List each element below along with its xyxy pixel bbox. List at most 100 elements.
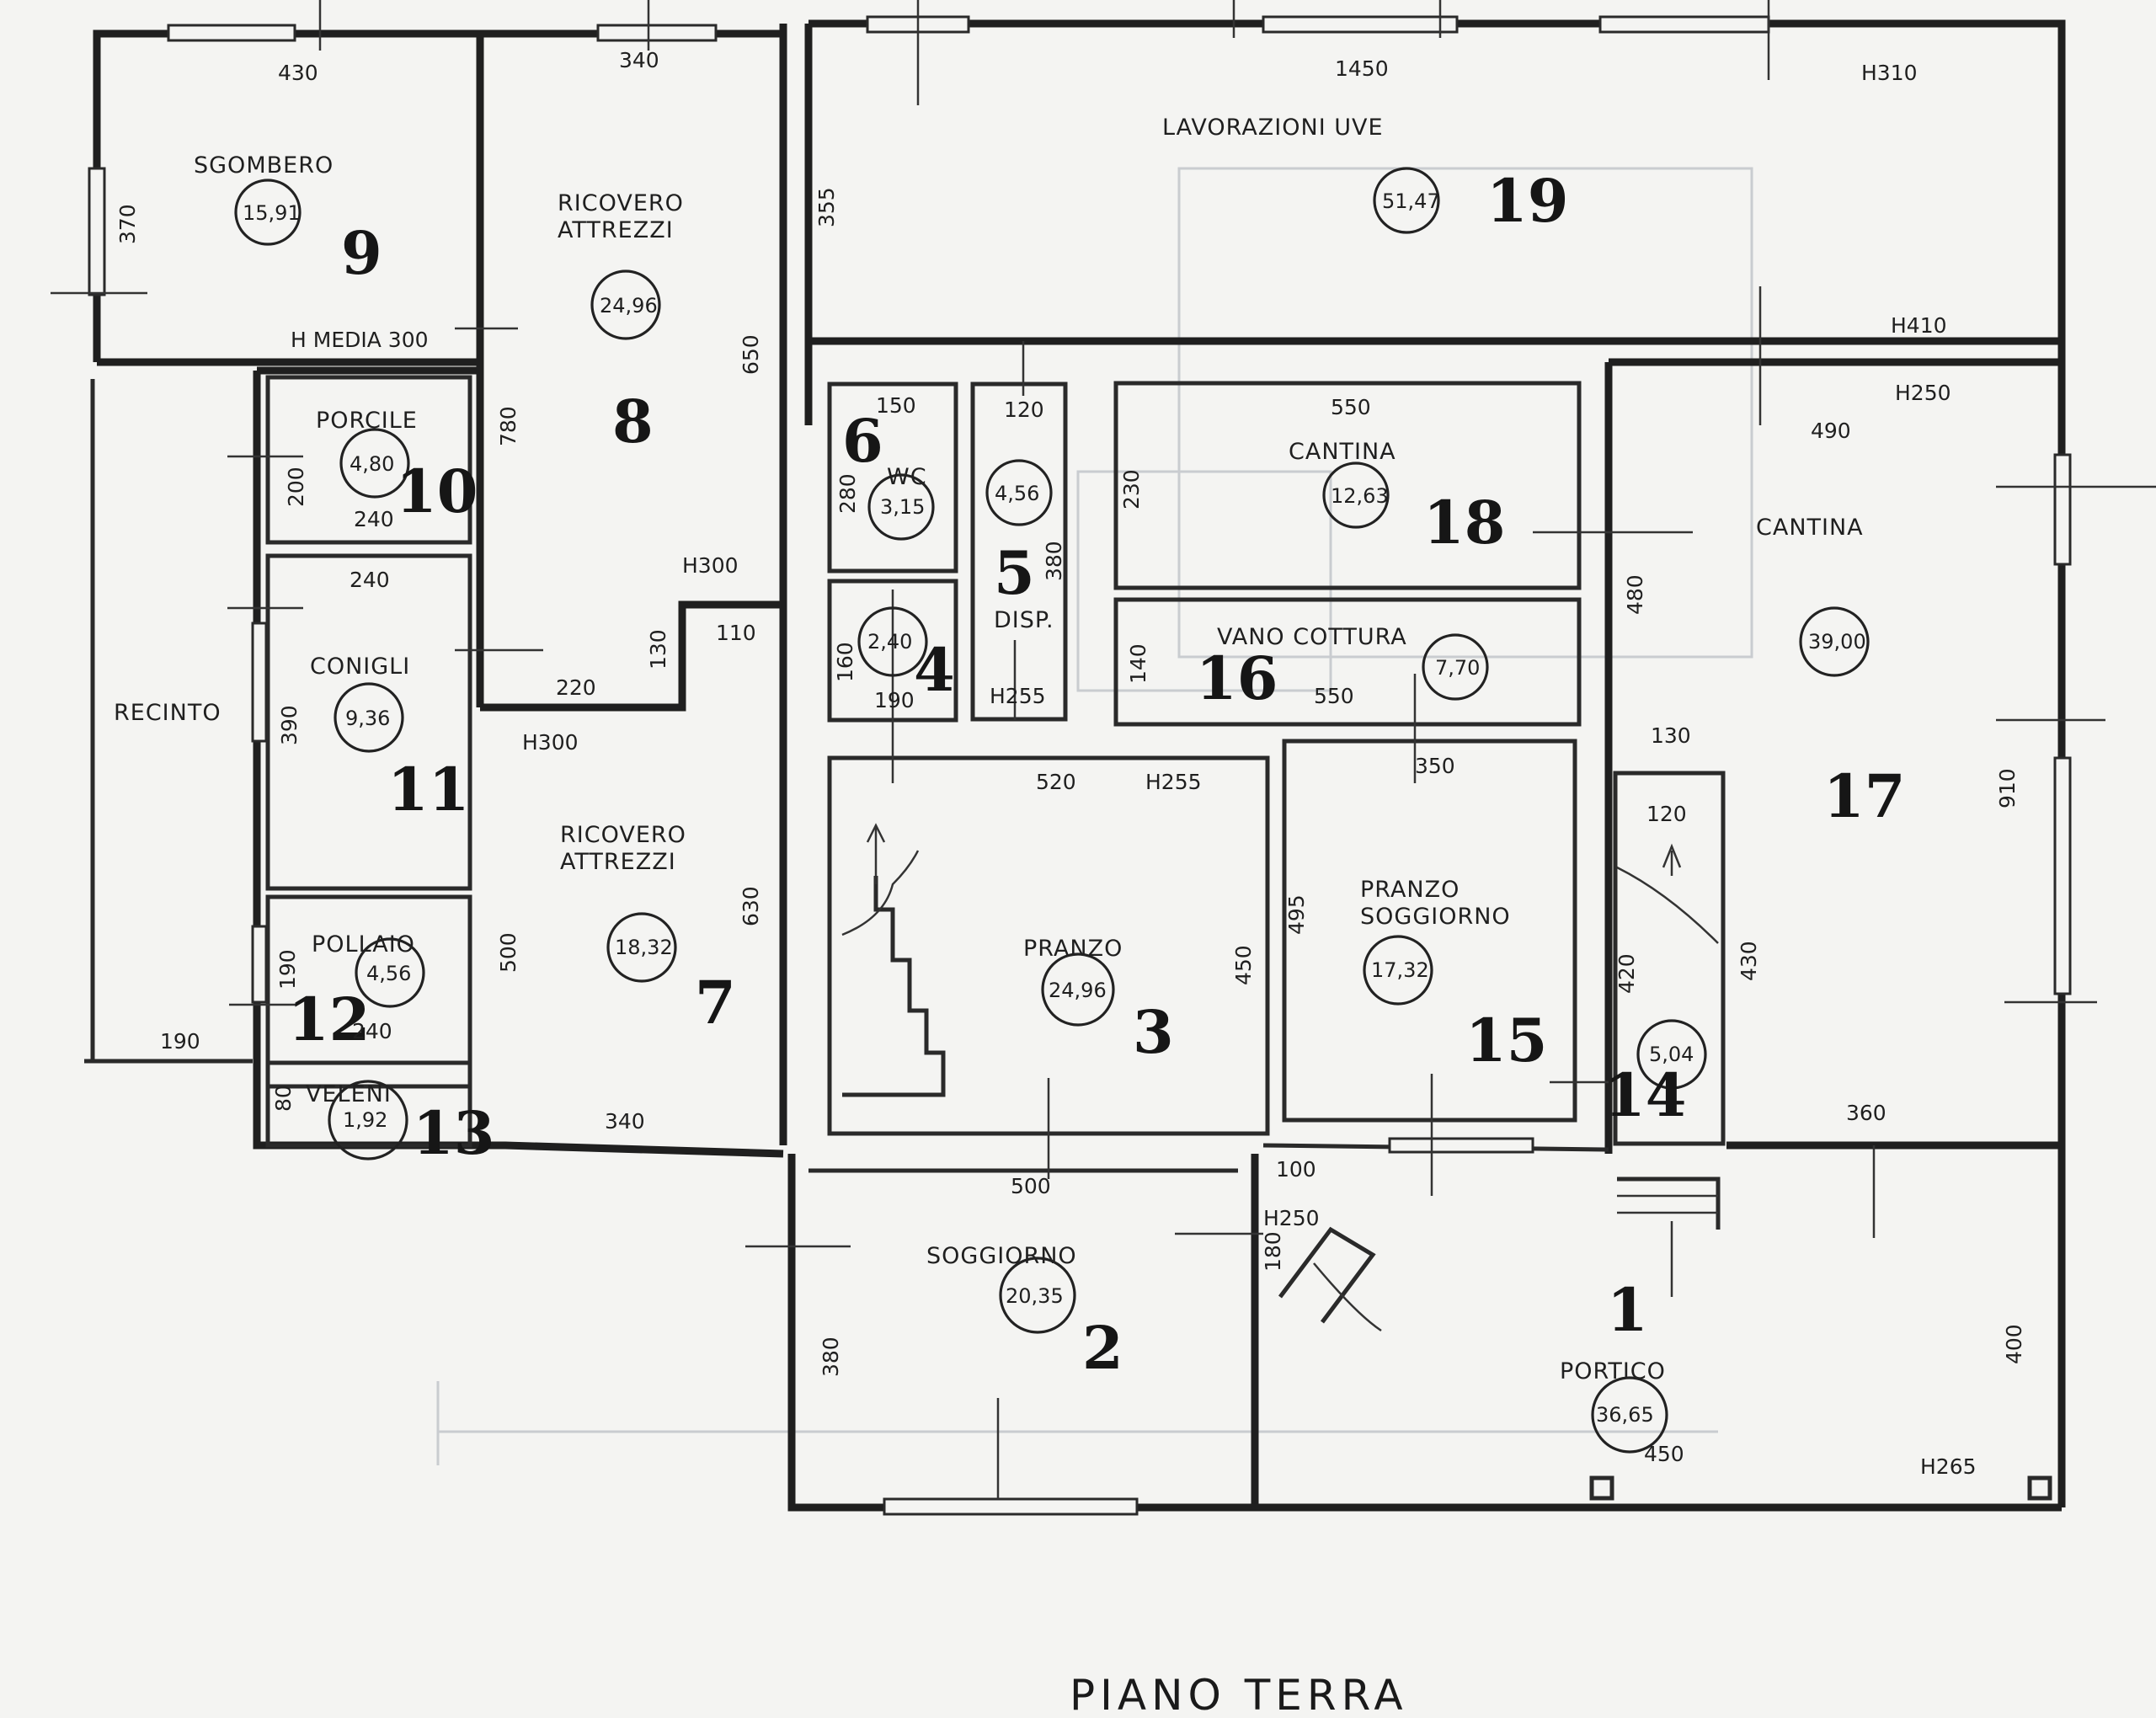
room-18-number: 18 (1423, 488, 1505, 558)
dim-390: 390 (277, 705, 302, 745)
dim-910: 910 (1995, 768, 2020, 808)
room-5-number: 5 (994, 538, 1035, 608)
dim-h300-b: H300 (522, 730, 579, 755)
dim-240-b: 240 (350, 568, 390, 592)
dim-780: 780 (496, 406, 520, 446)
dim-550-b: 550 (1314, 684, 1354, 708)
room-1-number: 1 (1607, 1275, 1648, 1345)
dim-355: 355 (814, 187, 839, 227)
room-10-area: 4,80 (350, 452, 394, 476)
dim-h250-b: H250 (1263, 1206, 1320, 1230)
room-13-number: 13 (413, 1098, 494, 1168)
room-7-area: 18,32 (615, 936, 673, 959)
dim-80: 80 (271, 1085, 296, 1112)
dim-230: 230 (1119, 469, 1144, 510)
room-9-name: SGOMBERO (194, 152, 334, 179)
dim-450-b: 450 (1644, 1442, 1684, 1466)
room-9-number: 9 (341, 218, 382, 288)
dim-140: 140 (1126, 643, 1150, 684)
room-4-number: 4 (914, 635, 955, 705)
room-labels: LAVORAZIONI UVE 51,47 19 SGOMBERO 15,91 … (114, 115, 1905, 1454)
dim-h265: H265 (1920, 1454, 1977, 1479)
room-12-area: 4,56 (366, 962, 411, 985)
dim-340-b: 340 (605, 1109, 645, 1134)
dim-120-b: 120 (1646, 802, 1687, 826)
dim-370: 370 (115, 204, 140, 244)
room-14-number: 14 (1604, 1060, 1686, 1130)
room-4-area: 2,40 (867, 630, 912, 654)
dim-220: 220 (556, 675, 596, 700)
room-12-number: 12 (288, 984, 370, 1054)
room-16-area: 7,70 (1435, 656, 1480, 680)
dim-240-a: 240 (354, 507, 394, 531)
dim-350: 350 (1415, 754, 1455, 778)
stair-room-3 (841, 823, 946, 1097)
dim-340: 340 (619, 48, 659, 72)
dim-630: 630 (739, 886, 763, 926)
dim-1450: 1450 (1335, 56, 1389, 81)
room-17-number: 17 (1823, 761, 1905, 831)
dim-h255-a: H255 (990, 684, 1046, 708)
dim-110: 110 (716, 621, 756, 645)
room-2-number: 2 (1082, 1313, 1123, 1383)
room-15-number: 15 (1465, 1006, 1547, 1075)
windows (88, 15, 2072, 1516)
walls (84, 19, 2066, 1512)
dim-480: 480 (1623, 574, 1647, 615)
room-14-area: 5,04 (1649, 1043, 1694, 1066)
room-11-name: CONIGLI (310, 654, 410, 680)
room-16-name: VANO COTTURA (1217, 624, 1407, 650)
dim-190-b: 190 (275, 949, 300, 990)
dim-400: 400 (2002, 1324, 2026, 1364)
dim-180: 180 (1261, 1231, 1285, 1272)
stair-room-14 (1616, 843, 1721, 1230)
room-13-area: 1,92 (343, 1108, 387, 1132)
dim-500-b: 500 (1011, 1174, 1051, 1198)
dim-650: 650 (739, 334, 763, 375)
room-3-name: PRANZO (1023, 936, 1123, 962)
room-17-name: CANTINA (1756, 515, 1864, 541)
dim-520: 520 (1036, 770, 1076, 794)
dim-280: 280 (835, 473, 860, 514)
room-11-number: 11 (387, 755, 469, 824)
room-2-area: 20,35 (1006, 1284, 1064, 1308)
room-8-area: 24,96 (600, 294, 658, 317)
dim-500-a: 500 (496, 932, 520, 973)
dim-360: 360 (1846, 1101, 1886, 1125)
dim-150: 150 (876, 393, 916, 418)
dim-h410: H410 (1891, 313, 1947, 338)
room-6-number: 6 (842, 406, 883, 476)
dim-550: 550 (1331, 395, 1371, 419)
plan-title: PIANO TERRA (1070, 1671, 1408, 1718)
dim-490: 490 (1811, 419, 1851, 443)
room-10-number: 10 (396, 456, 478, 526)
dim-495: 495 (1284, 894, 1309, 935)
room-11-area: 9,36 (345, 707, 390, 730)
dim-h255-b: H255 (1145, 770, 1202, 794)
room-18-area: 12,63 (1331, 484, 1389, 508)
room-17-area: 39,00 (1808, 630, 1866, 654)
room-15-area: 17,32 (1371, 958, 1429, 982)
room-19-area: 51,47 (1382, 189, 1440, 213)
room-5-name: DISP. (994, 607, 1054, 633)
room-1-area: 36,65 (1596, 1403, 1654, 1427)
room-3-number: 3 (1133, 997, 1174, 1067)
room-5-area: 4,56 (995, 482, 1039, 505)
room-9-area: 15,91 (243, 201, 301, 225)
dim-h300-a: H300 (682, 553, 739, 578)
room-19-number: 19 (1486, 166, 1568, 236)
dim-160: 160 (833, 642, 857, 682)
room-7-number: 7 (695, 968, 736, 1038)
room-18-name: CANTINA (1289, 439, 1396, 465)
dim-450: 450 (1231, 945, 1256, 985)
room-8-number: 8 (612, 387, 654, 456)
room-16-number: 16 (1196, 643, 1278, 713)
dim-420: 420 (1614, 953, 1639, 994)
dim-h310: H310 (1861, 61, 1918, 85)
dim-190-c: 190 (160, 1029, 200, 1054)
section-marks (51, 0, 2156, 1499)
